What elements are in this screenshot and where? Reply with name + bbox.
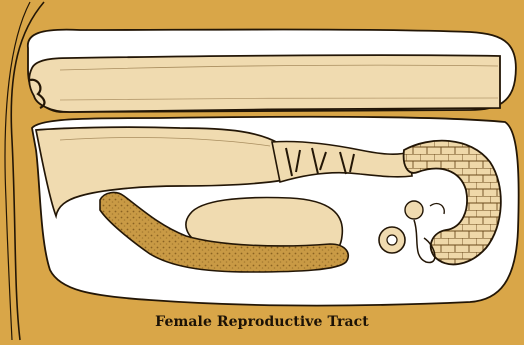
diagram-caption: Female Reproductive Tract — [0, 314, 524, 330]
ovary-follicle — [387, 235, 397, 245]
infundibulum — [405, 201, 423, 219]
rectum — [29, 55, 500, 112]
